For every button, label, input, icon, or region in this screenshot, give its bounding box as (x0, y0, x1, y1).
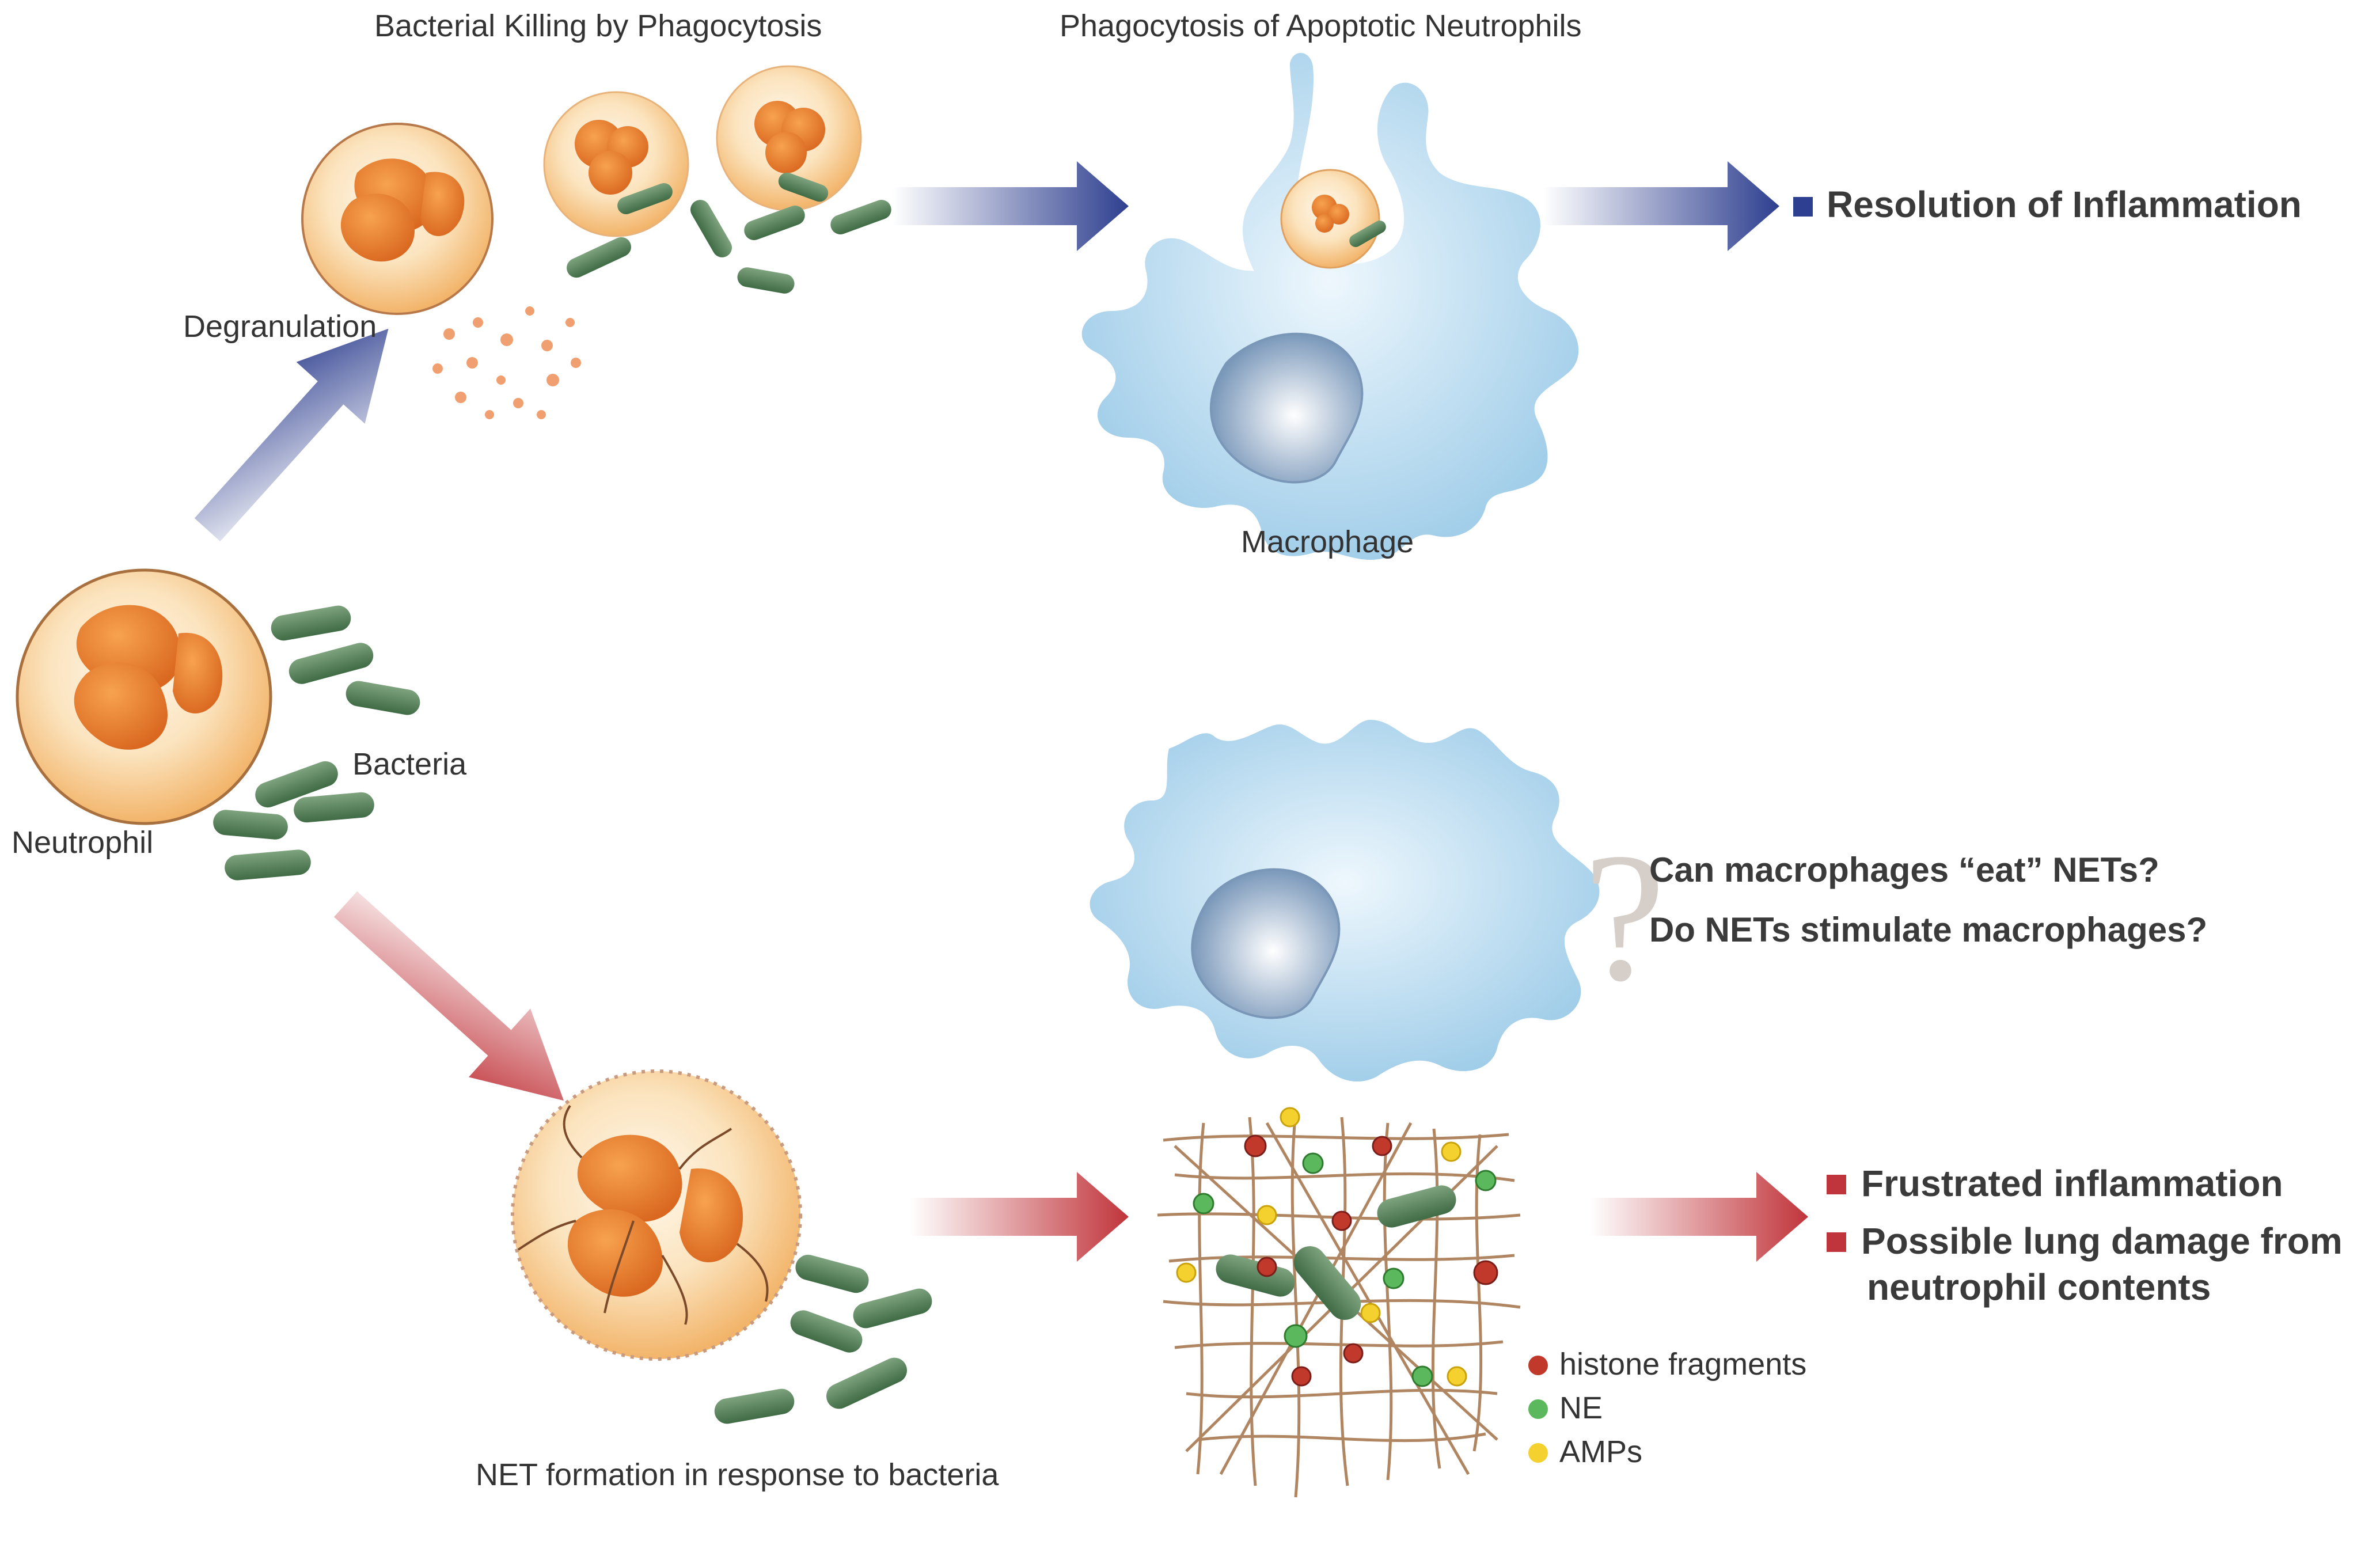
question-eat-nets: Can macrophages “eat” NETs? (1649, 851, 2159, 889)
label-bacterial-killing: Bacterial Killing by Phagocytosis (374, 9, 822, 43)
arrow-to-resolution (1543, 161, 1779, 251)
legend-amp-label: AMPs (1559, 1434, 1643, 1469)
bullet-lung-damage (1827, 1232, 1846, 1252)
question-mark: ? (1584, 815, 1665, 1019)
label-net-formation: NET formation in response to bacteria (476, 1458, 999, 1492)
outcome-lung-damage-line1: Possible lung damage from (1861, 1220, 2343, 1262)
label-degranulation: Degranulation (183, 309, 377, 344)
outcome-resolution: Resolution of Inflammation (1827, 184, 2302, 225)
arrow-to-degranulation (194, 328, 389, 542)
bullet-frustrated (1827, 1175, 1846, 1194)
neutrophil-main (16, 568, 272, 825)
arrow-to-net-formation (333, 891, 564, 1101)
legend-histone-label: histone fragments (1559, 1347, 1807, 1382)
bacteria-cluster-left (213, 605, 420, 881)
label-bacteria: Bacteria (352, 747, 467, 781)
macrophage-top (1081, 52, 1579, 560)
label-neutrophil: Neutrophil (12, 825, 154, 860)
neutrophil-degranulating (301, 123, 494, 315)
neutrophil-phagocytosing-2 (716, 65, 862, 211)
label-phagocytosis-apoptotic: Phagocytosis of Apoptotic Neutrophils (1060, 9, 1582, 43)
arrow-to-frustrated (1589, 1172, 1808, 1262)
neutrophil-phagocytosing-1 (543, 91, 689, 237)
net-bacteria (1216, 1185, 1456, 1320)
outcome-frustrated: Frustrated inflammation (1861, 1163, 2283, 1204)
arrow-to-macrophage-top (893, 161, 1129, 251)
granules-released (432, 306, 581, 419)
bacteria-cluster-net (714, 1254, 932, 1424)
question-stimulate: Do NETs stimulate macrophages? (1649, 910, 2208, 949)
macrophage-bottom (1090, 720, 1600, 1082)
legend-ne-swatch (1528, 1399, 1548, 1419)
arrow-to-net (910, 1172, 1129, 1262)
net-histone-dots (1244, 1134, 1498, 1387)
legend-ne-label: NE (1559, 1391, 1603, 1425)
bullet-resolution (1793, 197, 1813, 217)
net-ne-dots (1193, 1152, 1497, 1387)
net-web (1157, 1111, 1521, 1498)
legend-amp-swatch (1528, 1443, 1548, 1463)
legend-histone-swatch (1528, 1356, 1548, 1375)
bacteria-cluster-top (567, 200, 891, 294)
label-macrophage: Macrophage (1241, 525, 1414, 559)
neutrophil-net-forming (511, 1069, 802, 1361)
outcome-lung-damage-line2: neutrophil contents (1867, 1266, 2211, 1308)
net-amp-dots (1176, 1107, 1467, 1387)
